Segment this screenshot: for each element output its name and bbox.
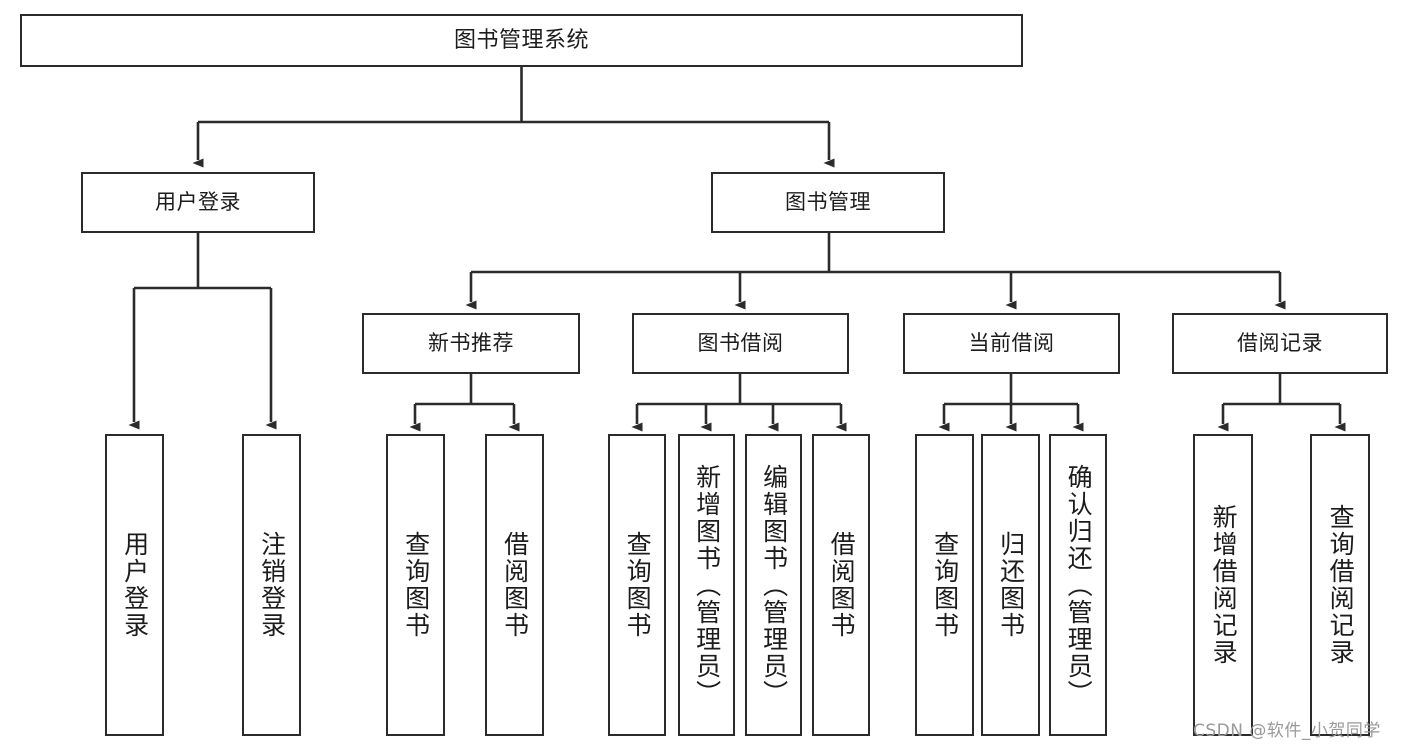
- node-leaf-add-book[interactable]: 新增图书（管理员）: [678, 434, 735, 736]
- node-leaf-return-book-label: 归还图书: [996, 531, 1026, 639]
- node-book-borrow[interactable]: 图书借阅: [632, 313, 849, 374]
- node-leaf-edit-book-label: 编辑图书（管理员）: [759, 463, 789, 707]
- node-leaf-user-login-label: 用户登录: [120, 531, 150, 639]
- node-leaf-add-book-label: 新增图书（管理员）: [692, 463, 722, 707]
- node-user-login-label: 用户登录: [155, 190, 241, 215]
- node-leaf-borrow-book-1-label: 借阅图书: [500, 531, 530, 639]
- node-leaf-edit-book[interactable]: 编辑图书（管理员）: [745, 434, 802, 736]
- node-borrow-record-label: 借阅记录: [1237, 331, 1323, 356]
- node-user-login[interactable]: 用户登录: [81, 172, 315, 233]
- node-leaf-query-book-3[interactable]: 查询图书: [915, 434, 974, 736]
- node-root[interactable]: 图书管理系统: [20, 14, 1023, 67]
- node-leaf-return-book[interactable]: 归还图书: [981, 434, 1040, 736]
- node-book-manage[interactable]: 图书管理: [711, 172, 945, 233]
- node-leaf-query-record-label: 查询借阅记录: [1326, 504, 1356, 666]
- node-current-borrow[interactable]: 当前借阅: [903, 313, 1120, 374]
- node-root-label: 图书管理系统: [453, 27, 589, 53]
- node-borrow-record[interactable]: 借阅记录: [1172, 313, 1388, 374]
- node-leaf-add-record[interactable]: 新增借阅记录: [1193, 434, 1253, 736]
- node-leaf-user-logout[interactable]: 注销登录: [242, 434, 301, 736]
- node-leaf-borrow-book-1[interactable]: 借阅图书: [485, 434, 544, 736]
- node-leaf-confirm-return-label: 确认归还（管理员）: [1064, 463, 1094, 707]
- node-book-borrow-label: 图书借阅: [697, 331, 784, 356]
- node-leaf-query-record[interactable]: 查询借阅记录: [1310, 434, 1370, 736]
- node-leaf-user-logout-label: 注销登录: [257, 531, 287, 639]
- node-new-book-rec[interactable]: 新书推荐: [362, 313, 580, 374]
- node-leaf-user-login[interactable]: 用户登录: [105, 434, 164, 736]
- node-leaf-query-book-2[interactable]: 查询图书: [608, 434, 666, 736]
- node-current-borrow-label: 当前借阅: [968, 331, 1055, 356]
- node-leaf-query-book-1-label: 查询图书: [401, 531, 431, 639]
- node-leaf-borrow-book-2[interactable]: 借阅图书: [812, 434, 870, 736]
- node-leaf-add-record-label: 新增借阅记录: [1209, 504, 1239, 666]
- node-leaf-query-book-3-label: 查询图书: [930, 531, 960, 639]
- node-leaf-query-book-1[interactable]: 查询图书: [386, 434, 445, 736]
- node-leaf-borrow-book-2-label: 借阅图书: [827, 531, 857, 639]
- node-leaf-confirm-return[interactable]: 确认归还（管理员）: [1049, 434, 1107, 736]
- node-new-book-rec-label: 新书推荐: [428, 331, 514, 356]
- node-leaf-query-book-2-label: 查询图书: [623, 531, 653, 639]
- node-book-manage-label: 图书管理: [785, 190, 871, 215]
- watermark: CSDN @软件_小贺同学: [1193, 721, 1381, 741]
